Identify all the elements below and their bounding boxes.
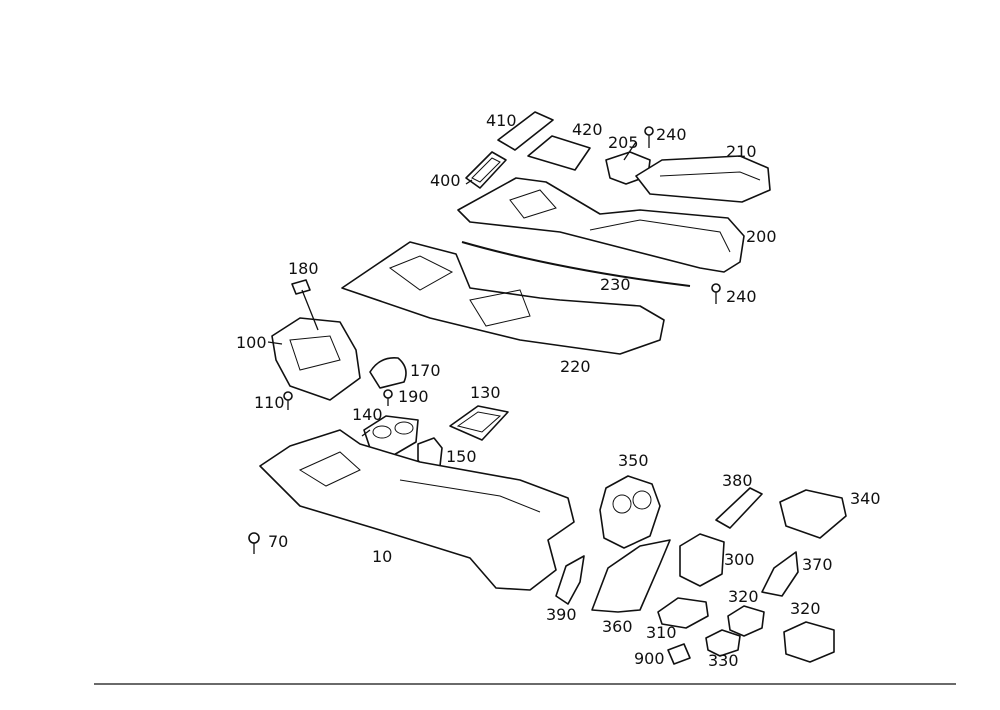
part-230-trim-strip [461,241,691,287]
callout-400: 400 [430,171,461,190]
callout-205: 205 [608,133,639,152]
part-110-screw [283,391,293,410]
part-240-screw-top [644,126,654,148]
callout-390: 390 [546,605,577,624]
part-210-armrest-lid [635,155,771,203]
part-410-pad [497,111,554,151]
callout-100: 100 [236,333,267,352]
callout-410: 410 [486,111,517,130]
part-190-screw [383,389,393,406]
callout-130: 130 [470,383,501,402]
part-340-module [779,489,847,539]
part-70-screw [248,532,260,554]
callout-330: 330 [708,651,739,670]
callout-240-bottom: 240 [726,287,757,306]
callout-310: 310 [646,623,677,642]
callout-170: 170 [410,361,441,380]
callout-180: 180 [288,259,319,278]
callout-320-b: 320 [790,599,821,618]
callout-140: 140 [352,405,383,424]
part-360-trim [591,539,671,613]
callout-210: 210 [726,142,757,161]
callout-labels: 410 420 205 240 210 400 200 180 230 240 … [236,111,881,670]
part-400-frame [465,151,507,189]
part-180-switch [291,279,311,295]
part-370-cover [761,551,799,597]
callout-240-top: 240 [656,125,687,144]
part-320-module-b [783,621,835,663]
part-130-tray [449,405,509,441]
part-380-frame [715,487,763,529]
part-240-screw-bottom [711,283,721,304]
part-390-trim [555,555,585,605]
callout-350: 350 [618,451,649,470]
part-350-bezel [599,475,661,549]
part-900-label [667,643,691,665]
callout-230: 230 [600,275,631,294]
part-10-main-console [259,429,575,591]
callout-900: 900 [634,649,665,668]
part-310-switch-block [657,597,709,629]
part-330-connector [705,629,741,657]
callout-110: 110 [254,393,285,412]
callout-340: 340 [850,489,881,508]
part-170-cover [369,356,407,389]
callout-300: 300 [724,550,755,569]
callout-220: 220 [560,357,591,376]
leader-lines [267,141,637,437]
part-220-lower-console [341,241,665,355]
part-300-control-unit [679,533,725,587]
callout-10: 10 [372,547,392,566]
callout-320-a: 320 [728,587,759,606]
callout-360: 360 [602,617,633,636]
callout-380: 380 [722,471,753,490]
callout-370: 370 [802,555,833,574]
callout-420: 420 [572,120,603,139]
callout-190: 190 [398,387,429,406]
part-100-module [271,317,361,401]
part-200-upper-console [457,177,745,273]
callout-150: 150 [446,447,477,466]
part-320-switch-a [727,605,765,637]
callout-200: 200 [746,227,777,246]
part-420-pad [527,135,591,171]
callout-70: 70 [268,532,288,551]
